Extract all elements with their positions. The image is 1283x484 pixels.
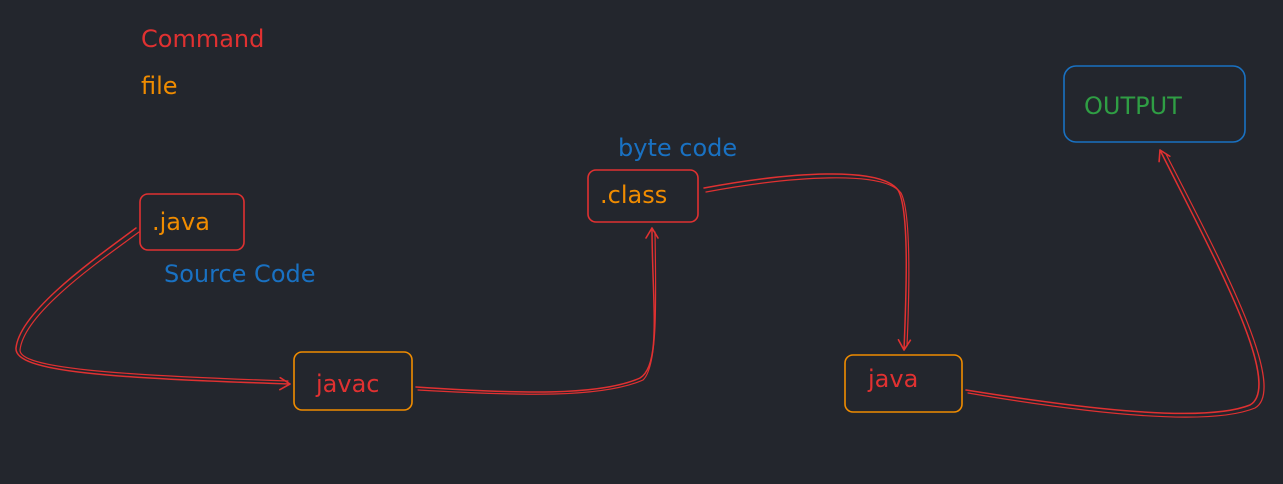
java-file-node-label: .java <box>152 208 210 236</box>
arrow-java-to-output-sketch <box>967 153 1265 418</box>
javac-command-node-box <box>293 351 413 411</box>
legend-file-label: file <box>141 72 178 100</box>
output-node-box <box>1063 65 1246 143</box>
class-file-node-box <box>587 169 699 223</box>
arrow-javac-to-class-sketch <box>417 231 657 395</box>
arrow-class-to-java-sketch <box>705 177 910 347</box>
legend-command-label: Command <box>141 25 264 53</box>
java-command-node-label: java <box>867 365 918 393</box>
byte-code-annotation: byte code <box>618 134 737 162</box>
javac-command-node-label: javac <box>315 370 379 398</box>
class-file-node-label: .class <box>600 181 667 209</box>
output-node-label: OUTPUT <box>1084 92 1182 120</box>
arrow-java-to-javac <box>15 227 291 391</box>
arrow-class-to-java <box>703 173 912 351</box>
arrow-java-to-javac-sketch <box>19 231 289 382</box>
java-command-node-box <box>844 354 963 413</box>
source-code-annotation: Source Code <box>164 260 316 288</box>
java-file-node-box <box>139 193 245 251</box>
arrow-java-to-output <box>965 149 1260 415</box>
arrow-javac-to-class <box>415 227 659 393</box>
